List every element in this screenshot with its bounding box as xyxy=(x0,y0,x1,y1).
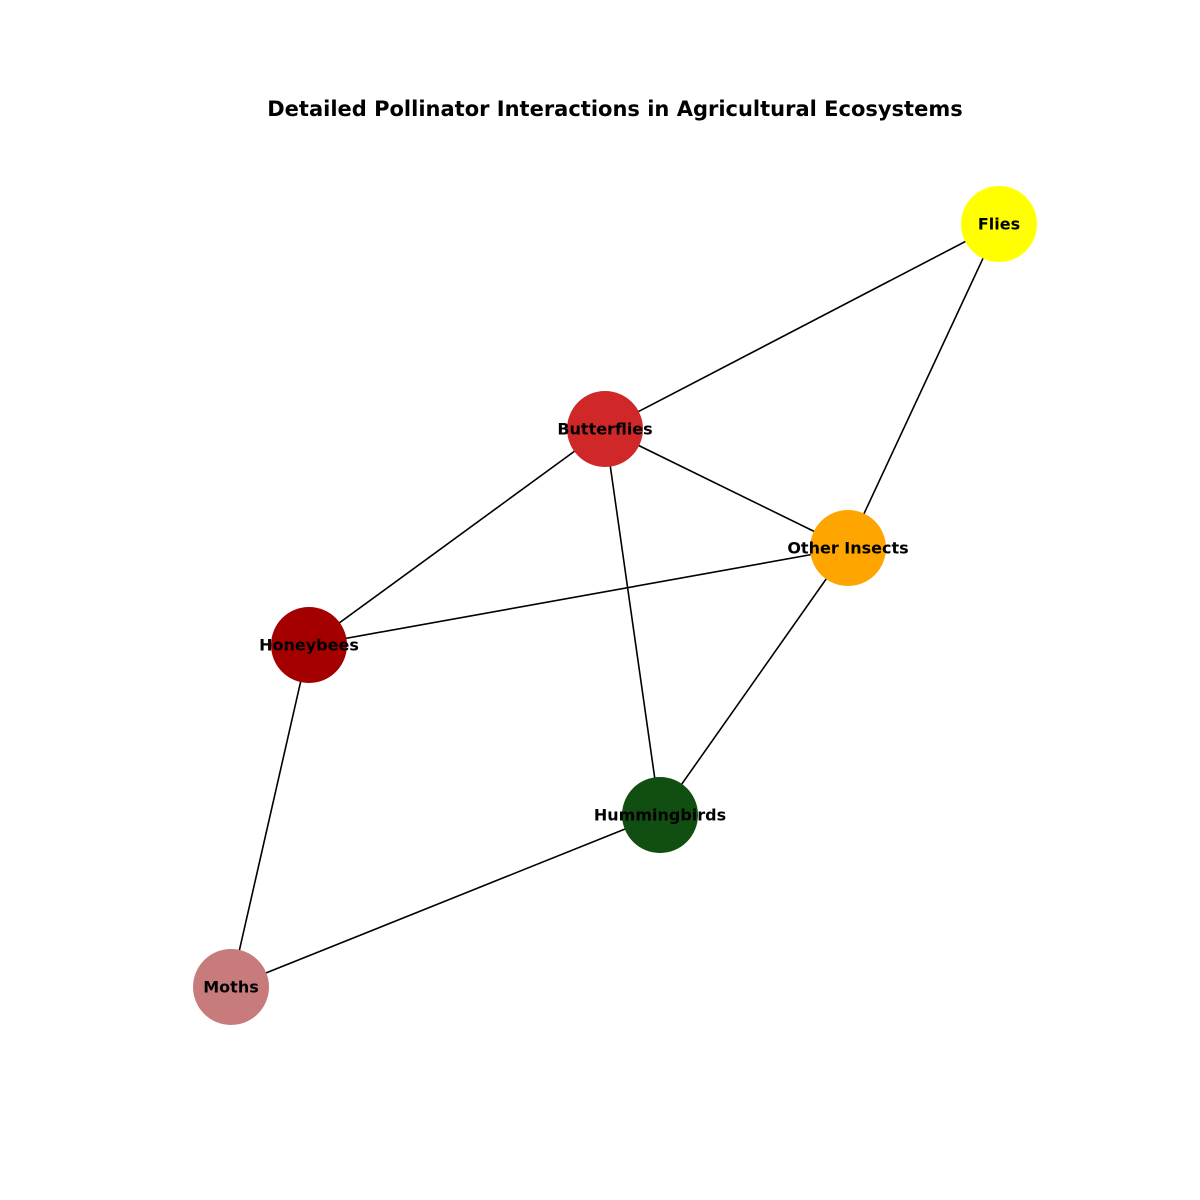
node-label-flies: Flies xyxy=(978,215,1020,234)
node-circle-honeybees xyxy=(271,607,347,683)
node-moths: Moths xyxy=(193,949,269,1025)
node-label-other_insects: Other Insects xyxy=(787,539,908,558)
node-circle-hummingbirds xyxy=(622,777,698,853)
edge-honeybees-moths xyxy=(230,644,310,988)
node-circle-other_insects xyxy=(810,510,886,586)
edge-butterflies-hummingbirds xyxy=(604,428,661,816)
node-label-moths: Moths xyxy=(203,978,258,997)
edge-flies-other_insects xyxy=(847,223,1000,549)
node-label-butterflies: Butterflies xyxy=(557,420,652,439)
edge-butterflies-other_insects xyxy=(604,428,849,549)
edge-butterflies-honeybees xyxy=(308,428,606,646)
node-flies: Flies xyxy=(961,186,1037,262)
edge-other_insects-honeybees xyxy=(308,547,849,646)
node-butterflies: Butterflies xyxy=(557,391,653,467)
node-hummingbirds: Hummingbirds xyxy=(594,777,726,853)
node-label-hummingbirds: Hummingbirds xyxy=(594,806,726,825)
edge-flies-butterflies xyxy=(604,223,1000,430)
node-label-honeybees: Honeybees xyxy=(259,636,359,655)
edge-layer xyxy=(230,223,1000,988)
edge-other_insects-hummingbirds xyxy=(659,547,849,816)
node-circle-butterflies xyxy=(567,391,643,467)
node-honeybees: Honeybees xyxy=(259,607,359,683)
diagram-title: Detailed Pollinator Interactions in Agri… xyxy=(267,97,962,121)
edge-hummingbirds-moths xyxy=(230,814,661,988)
node-circle-moths xyxy=(193,949,269,1025)
node-other_insects: Other Insects xyxy=(787,510,909,586)
node-circle-flies xyxy=(961,186,1037,262)
